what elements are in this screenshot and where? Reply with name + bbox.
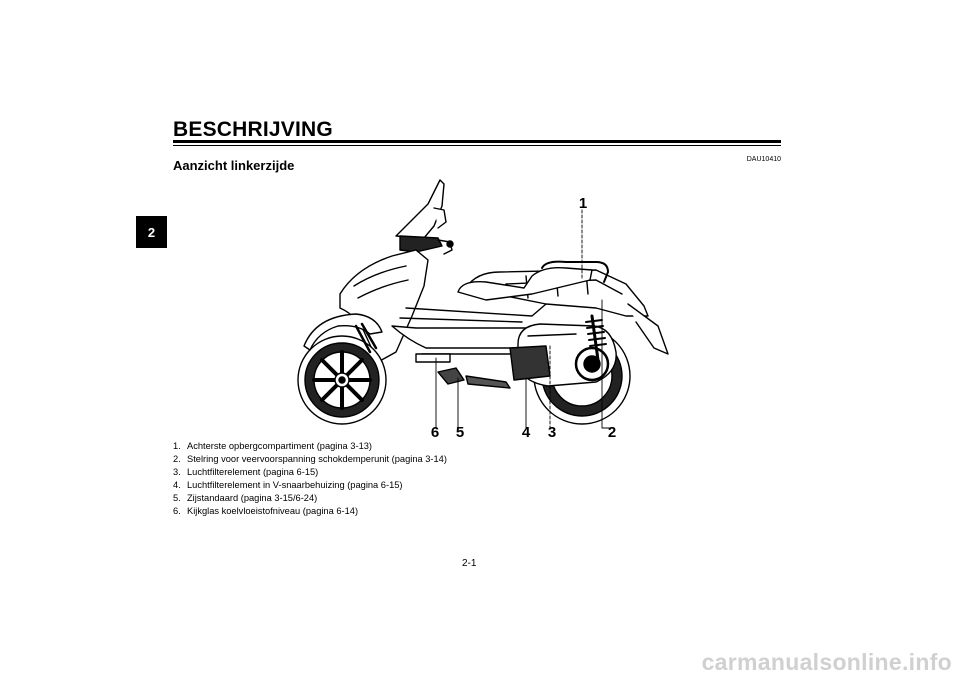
front-wheel	[297, 335, 387, 425]
callout-1: 1	[579, 195, 587, 212]
side-stand	[437, 367, 465, 385]
rear-shock-absorber	[590, 314, 600, 362]
title-rule-thick	[173, 140, 781, 143]
legend-item: 2.Stelring voor veervoorspanning schokde…	[173, 454, 447, 464]
callout-5: 5	[456, 424, 464, 440]
title-rule-thin	[173, 145, 781, 146]
document-code: DAU10410	[746, 156, 781, 163]
page-title: BESCHRIJVING	[173, 118, 333, 141]
legend-item: 5.Zijstandaard (pagina 3-15/6-24)	[173, 493, 318, 503]
page-number: 2-1	[462, 558, 477, 569]
watermark: carmanualsonline.info	[701, 649, 952, 675]
legend-item: 4.Luchtfilterelement in V-snaarbehuizing…	[173, 480, 403, 490]
legend-item: 3.Luchtfilterelement (pagina 6-15)	[173, 467, 319, 477]
windscreen	[395, 179, 445, 239]
air-filter-box	[509, 345, 551, 381]
rear-body	[465, 269, 649, 317]
callout-6: 6	[431, 424, 439, 440]
parts-legend: 1.Achterste opbergcompartiment (pagina 3…	[173, 440, 447, 518]
callout-3: 3	[548, 424, 556, 440]
legend-item: 1.Achterste opbergcompartiment (pagina 3…	[173, 441, 373, 451]
grab-rail	[541, 260, 609, 283]
legend-item: 6.Kijkglas koelvloeistofniveau (pagina 6…	[173, 506, 359, 516]
section-title: Aanzicht linkerzijde	[173, 158, 295, 173]
chapter-tab: 2	[136, 216, 167, 248]
scooter-left-side-diagram: 1 2 3 4 5 6	[297, 179, 669, 440]
callout-4: 4	[522, 424, 531, 440]
coolant-sight-glass	[415, 353, 451, 363]
floorboard	[391, 325, 537, 349]
seat	[457, 266, 593, 301]
callout-2: 2	[608, 424, 616, 440]
